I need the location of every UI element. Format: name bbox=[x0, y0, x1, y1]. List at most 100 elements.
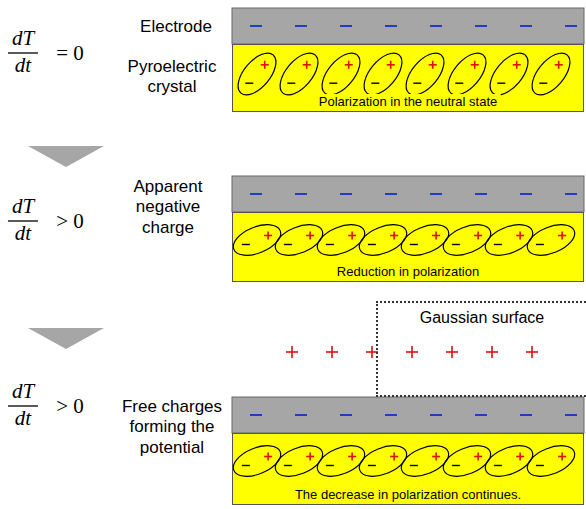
dipole bbox=[525, 46, 577, 101]
side-label: Electrode bbox=[126, 17, 226, 37]
minus-sign bbox=[371, 82, 379, 83]
math-term: = 0 bbox=[56, 41, 84, 66]
plus-sign bbox=[291, 346, 293, 358]
plus-sign bbox=[435, 453, 437, 461]
minus-sign bbox=[295, 25, 307, 27]
minus-sign bbox=[245, 82, 253, 83]
minus-sign bbox=[520, 25, 532, 27]
plus-sign bbox=[519, 453, 521, 461]
minus-sign bbox=[565, 193, 577, 195]
minus-sign bbox=[295, 193, 307, 195]
minus-sign bbox=[413, 82, 421, 83]
plus-sign bbox=[516, 61, 518, 69]
minus-sign bbox=[295, 414, 307, 416]
dipole bbox=[523, 219, 579, 262]
dipole bbox=[439, 219, 495, 262]
dipole bbox=[481, 219, 537, 262]
plus-sign bbox=[351, 232, 353, 240]
step-arrow bbox=[28, 146, 104, 167]
minus-sign bbox=[452, 244, 460, 245]
plus-sign bbox=[393, 453, 395, 461]
plus-sign bbox=[331, 346, 333, 358]
electrode bbox=[232, 8, 584, 44]
minus-sign bbox=[250, 25, 262, 27]
dipole bbox=[397, 219, 453, 262]
minus-sign bbox=[326, 244, 334, 245]
crystal-layer: Polarization in the neutral state bbox=[232, 44, 584, 112]
minus-sign bbox=[340, 193, 352, 195]
minus-sign bbox=[520, 193, 532, 195]
math-term: dt bbox=[15, 406, 31, 431]
gaussian-surface: Gaussian surface bbox=[376, 301, 586, 397]
plus-sign bbox=[477, 232, 479, 240]
math-term: > 0 bbox=[56, 209, 84, 234]
math-term: dt bbox=[15, 221, 31, 246]
dipole bbox=[355, 440, 411, 483]
plus-sign bbox=[264, 61, 266, 69]
plus-sign bbox=[393, 232, 395, 240]
plus-sign bbox=[306, 61, 308, 69]
side-label: Pyroelectric crystal bbox=[120, 57, 225, 98]
minus-sign bbox=[494, 465, 502, 466]
minus-sign bbox=[242, 244, 250, 245]
plus-sign bbox=[351, 453, 353, 461]
minus-sign bbox=[536, 465, 544, 466]
minus-sign bbox=[430, 414, 442, 416]
minus-sign bbox=[430, 25, 442, 27]
dipole bbox=[271, 219, 327, 262]
minus-sign bbox=[340, 25, 352, 27]
dipole bbox=[231, 46, 283, 101]
minus-sign bbox=[284, 244, 292, 245]
layer-caption: The decrease in polarization continues. bbox=[292, 487, 524, 502]
plus-sign bbox=[348, 61, 350, 69]
dipole bbox=[481, 440, 537, 483]
minus-sign bbox=[539, 82, 547, 83]
dipole bbox=[355, 219, 411, 262]
plus-sign bbox=[451, 346, 453, 358]
electrode bbox=[232, 397, 584, 433]
math-term: dt bbox=[15, 53, 31, 78]
math-term: dT bbox=[12, 194, 34, 219]
dipole bbox=[229, 219, 285, 262]
dipole bbox=[523, 440, 579, 483]
plus-sign bbox=[309, 232, 311, 240]
minus-sign bbox=[410, 244, 418, 245]
plus-sign bbox=[390, 61, 392, 69]
math-term: dT bbox=[12, 26, 34, 51]
dipole bbox=[397, 440, 453, 483]
plus-sign bbox=[558, 61, 560, 69]
plus-sign bbox=[474, 61, 476, 69]
plus-sign bbox=[411, 346, 413, 358]
dipole bbox=[271, 440, 327, 483]
plus-sign bbox=[477, 453, 479, 461]
minus-sign bbox=[520, 414, 532, 416]
math-term: > 0 bbox=[56, 394, 84, 419]
electrode bbox=[232, 176, 584, 212]
crystal-layer: Reduction in polarization bbox=[232, 212, 584, 282]
plus-sign bbox=[531, 346, 533, 358]
math-term: dT bbox=[12, 379, 34, 404]
side-label: Free charges forming the potential bbox=[117, 397, 227, 458]
minus-sign bbox=[329, 82, 337, 83]
minus-sign bbox=[368, 244, 376, 245]
minus-sign bbox=[385, 414, 397, 416]
crystal-fill bbox=[232, 433, 584, 505]
plus-sign bbox=[561, 453, 563, 461]
minus-sign bbox=[242, 465, 250, 466]
side-label: Apparent negative charge bbox=[123, 177, 213, 238]
layer-caption: Reduction in polarization bbox=[334, 264, 482, 279]
minus-sign bbox=[287, 82, 295, 83]
layer-caption: Polarization in the neutral state bbox=[316, 94, 501, 109]
plus-sign bbox=[519, 232, 521, 240]
plus-sign bbox=[491, 346, 493, 358]
minus-sign bbox=[368, 465, 376, 466]
plus-sign bbox=[267, 453, 269, 461]
minus-sign bbox=[536, 244, 544, 245]
minus-sign bbox=[565, 414, 577, 416]
minus-sign bbox=[475, 193, 487, 195]
plus-sign bbox=[432, 61, 434, 69]
plus-sign bbox=[371, 346, 373, 358]
dipole bbox=[439, 440, 495, 483]
minus-sign bbox=[410, 465, 418, 466]
minus-sign bbox=[385, 25, 397, 27]
